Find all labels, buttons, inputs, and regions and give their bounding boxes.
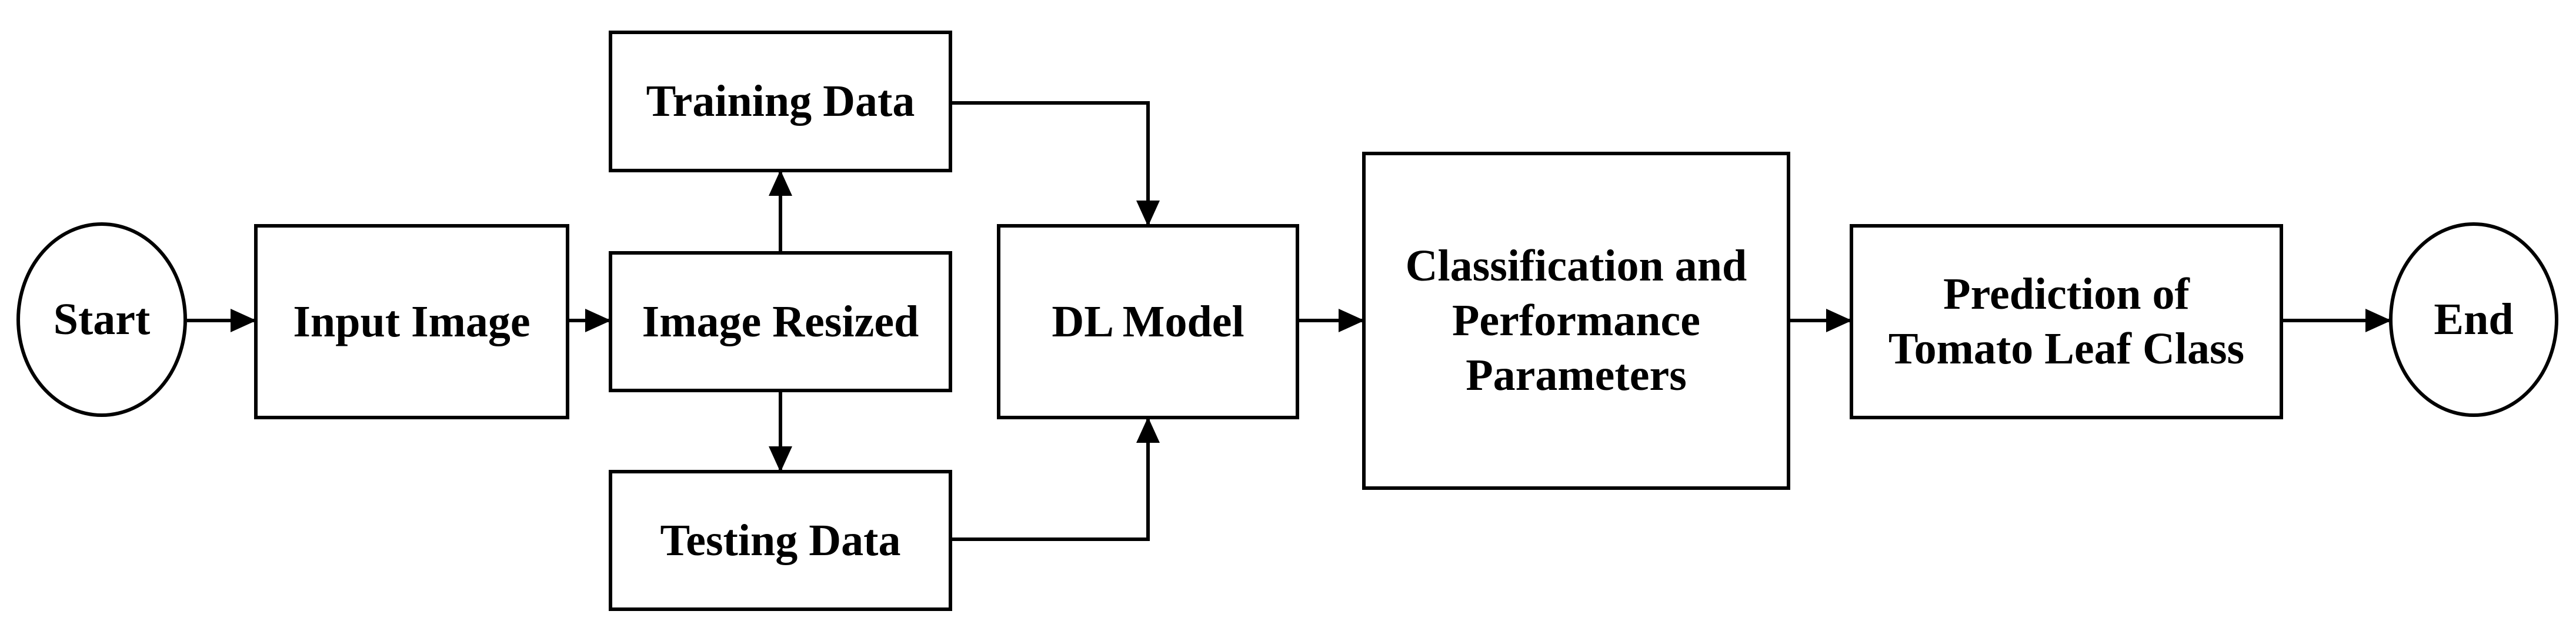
end-node: End <box>2389 222 2558 417</box>
input-image-label: Input Image <box>293 296 530 346</box>
classification-label-line-3: Parameters <box>1466 350 1687 400</box>
dl-model-label: DL Model <box>1052 296 1244 346</box>
edge-testing-to-dl <box>952 417 1160 541</box>
testing-data-node: Testing Data <box>609 470 952 611</box>
dl-model-node: DL Model <box>997 224 1299 419</box>
classification-node: Classification and Performance Parameter… <box>1362 152 1790 490</box>
edge-training-to-dl <box>952 101 1160 226</box>
classification-label-line-1: Classification and <box>1405 241 1747 291</box>
testing-data-label: Testing Data <box>660 515 901 565</box>
training-data-node: Training Data <box>609 31 952 172</box>
input-image-node: Input Image <box>254 224 569 419</box>
image-resized-label: Image Resized <box>642 296 919 346</box>
prediction-node: Prediction of Tomato Leaf Class <box>1850 224 2283 419</box>
prediction-label-line-1: Prediction of <box>1943 269 2190 319</box>
start-label: Start <box>53 295 151 345</box>
prediction-label-line-2: Tomato Leaf Class <box>1888 324 2245 373</box>
image-resized-node: Image Resized <box>609 251 952 392</box>
classification-label-line-2: Performance <box>1452 296 1700 346</box>
end-label: End <box>2434 295 2514 345</box>
start-node: Start <box>16 222 187 417</box>
training-data-label: Training Data <box>646 76 915 126</box>
